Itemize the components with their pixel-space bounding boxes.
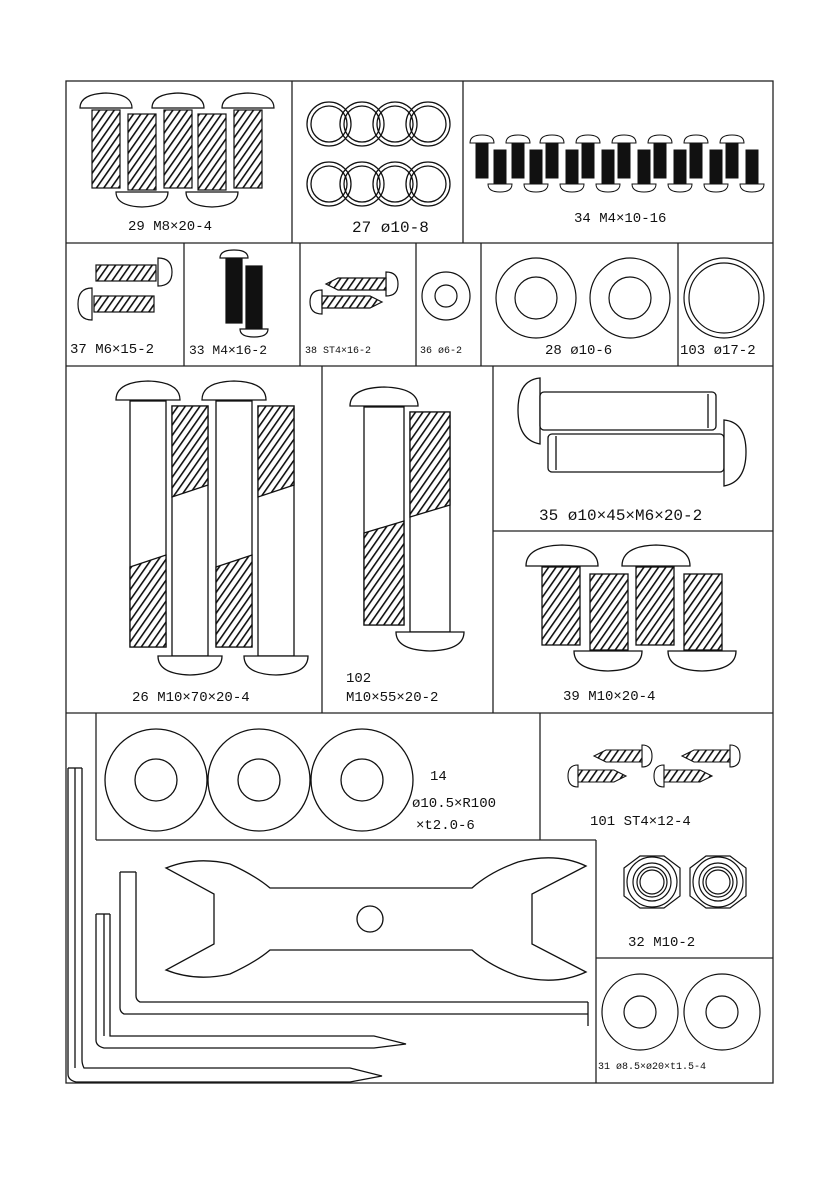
part-33-screws-drawing: [220, 250, 268, 337]
label-part-32: 32 M10-2: [628, 936, 695, 950]
part-37-bolts-drawing: [78, 258, 172, 320]
wrench-drawing: [166, 858, 586, 980]
label-part-39: 39 M10×20-4: [563, 690, 655, 704]
part-26-bolts-drawing: [116, 381, 308, 675]
part-36-washer-drawing: [422, 272, 470, 320]
part-28-washers-drawing: [496, 258, 670, 338]
label-part-26: 26 M10×70×20-4: [132, 691, 250, 705]
label-part-35: 35 ø10×45×M6×20-2: [539, 508, 702, 524]
label-part-28: 28 ø10-6: [545, 344, 612, 358]
part-101-screws-drawing: [568, 745, 740, 787]
label-part-101: 101 ST4×12-4: [590, 815, 691, 829]
part-14-washers-drawing: [105, 729, 413, 831]
part-103-washer-drawing: [684, 258, 764, 338]
label-part-27: 27 ø10-8: [352, 220, 429, 236]
label-part-33: 33 M4×16-2: [189, 344, 267, 357]
part-35-pins-drawing: [518, 378, 746, 486]
part-32-nuts-drawing: [624, 856, 746, 908]
label-part-103: 103 ø17-2: [680, 344, 756, 358]
label-part-38: 38 ST4×16-2: [305, 347, 371, 357]
label-part-29: 29 M8×20-4: [128, 220, 212, 234]
label-part-14-spec: ø10.5×R100: [412, 797, 496, 811]
label-part-31: 31 ø8.5×ø20×t1.5-4: [598, 1063, 706, 1073]
part-29-bolts-drawing: [80, 93, 274, 207]
label-part-102-number: 102: [346, 672, 371, 686]
part-39-bolts-drawing: [526, 545, 736, 671]
label-part-14-thickness: ×t2.0-6: [416, 819, 475, 833]
label-part-102-spec: M10×55×20-2: [346, 691, 438, 705]
label-part-34: 34 M4×10-16: [574, 212, 666, 226]
part-27-rings-drawing: [307, 102, 450, 206]
part-38-screws-drawing: [310, 272, 398, 314]
part-31-washers-drawing: [602, 974, 760, 1050]
label-part-37: 37 M6×15-2: [70, 343, 154, 357]
label-part-36: 36 ø6-2: [420, 347, 462, 357]
part-102-bolts-drawing: [350, 387, 464, 651]
label-part-14-number: 14: [430, 770, 447, 784]
part-34-screws-drawing: [470, 135, 764, 192]
